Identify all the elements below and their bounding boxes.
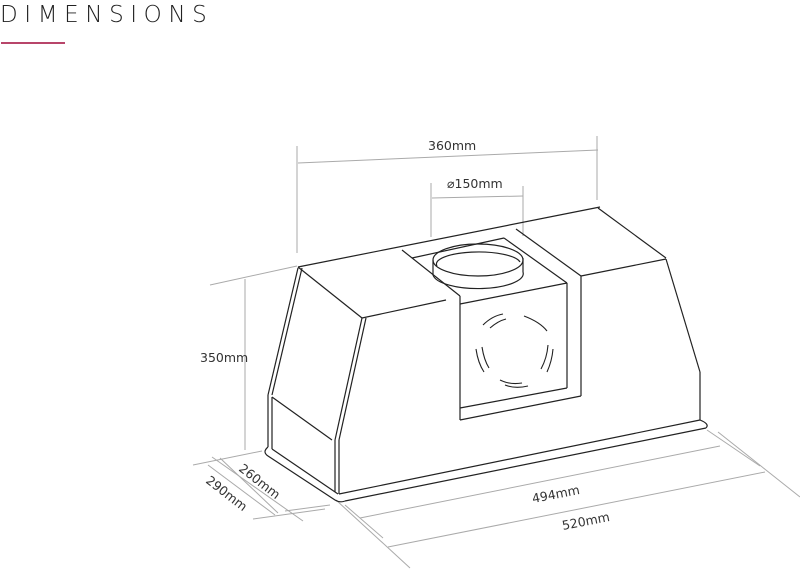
title-underline <box>1 42 65 44</box>
label-inner-width: 494mm <box>531 482 581 506</box>
label-top-width: 360mm <box>428 138 476 153</box>
label-outer-width: 520mm <box>561 509 611 533</box>
duct-collar <box>432 243 524 290</box>
fan-icon <box>475 313 554 388</box>
dimension-lines <box>192 136 800 569</box>
page-title: DIMENSIONS <box>0 2 214 28</box>
label-height: 350mm <box>200 350 248 365</box>
label-duct-diameter: ⌀150mm <box>447 176 503 191</box>
hood-body <box>264 206 708 503</box>
